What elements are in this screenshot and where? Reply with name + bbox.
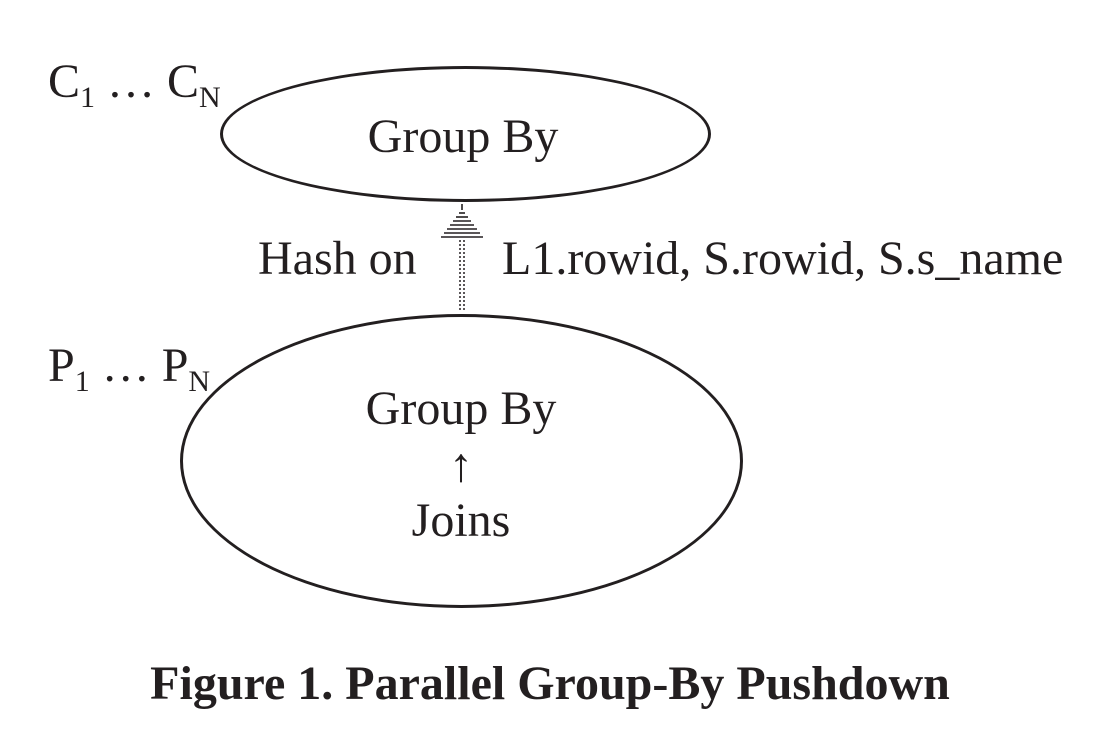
- producer-ellipsis: …: [89, 339, 162, 392]
- consumer-first-sub: 1: [80, 81, 96, 114]
- consumer-range-label: C1 … CN: [48, 55, 221, 113]
- hash-on-label: Hash on: [258, 232, 417, 285]
- joins-label: Joins: [411, 494, 511, 547]
- figure-caption: Figure 1. Parallel Group-By Pushdown: [150, 657, 950, 710]
- hash-redistribution-arrow: [441, 204, 483, 310]
- top-group-by-node: [220, 66, 711, 202]
- producer-last-sub: N: [188, 365, 211, 398]
- producer-first-sub: 1: [74, 365, 90, 398]
- consumer-last-sub: N: [199, 81, 221, 114]
- top-group-by-label: Group By: [367, 110, 559, 163]
- bottom-group-by-label: Group By: [365, 382, 557, 435]
- producer-last-var: P: [161, 339, 189, 392]
- consumer-first-var: C: [48, 55, 81, 108]
- consumer-ellipsis: …: [95, 55, 168, 108]
- hash-keys-label: L1.rowid, S.rowid, S.s_name: [502, 232, 1064, 285]
- consumer-last-var: C: [167, 55, 200, 108]
- bottom-group-by-node: [180, 314, 743, 608]
- producer-range-label: P1 … PN: [48, 339, 210, 397]
- up-arrow-icon: ↑: [449, 439, 473, 492]
- producer-first-var: P: [48, 339, 75, 392]
